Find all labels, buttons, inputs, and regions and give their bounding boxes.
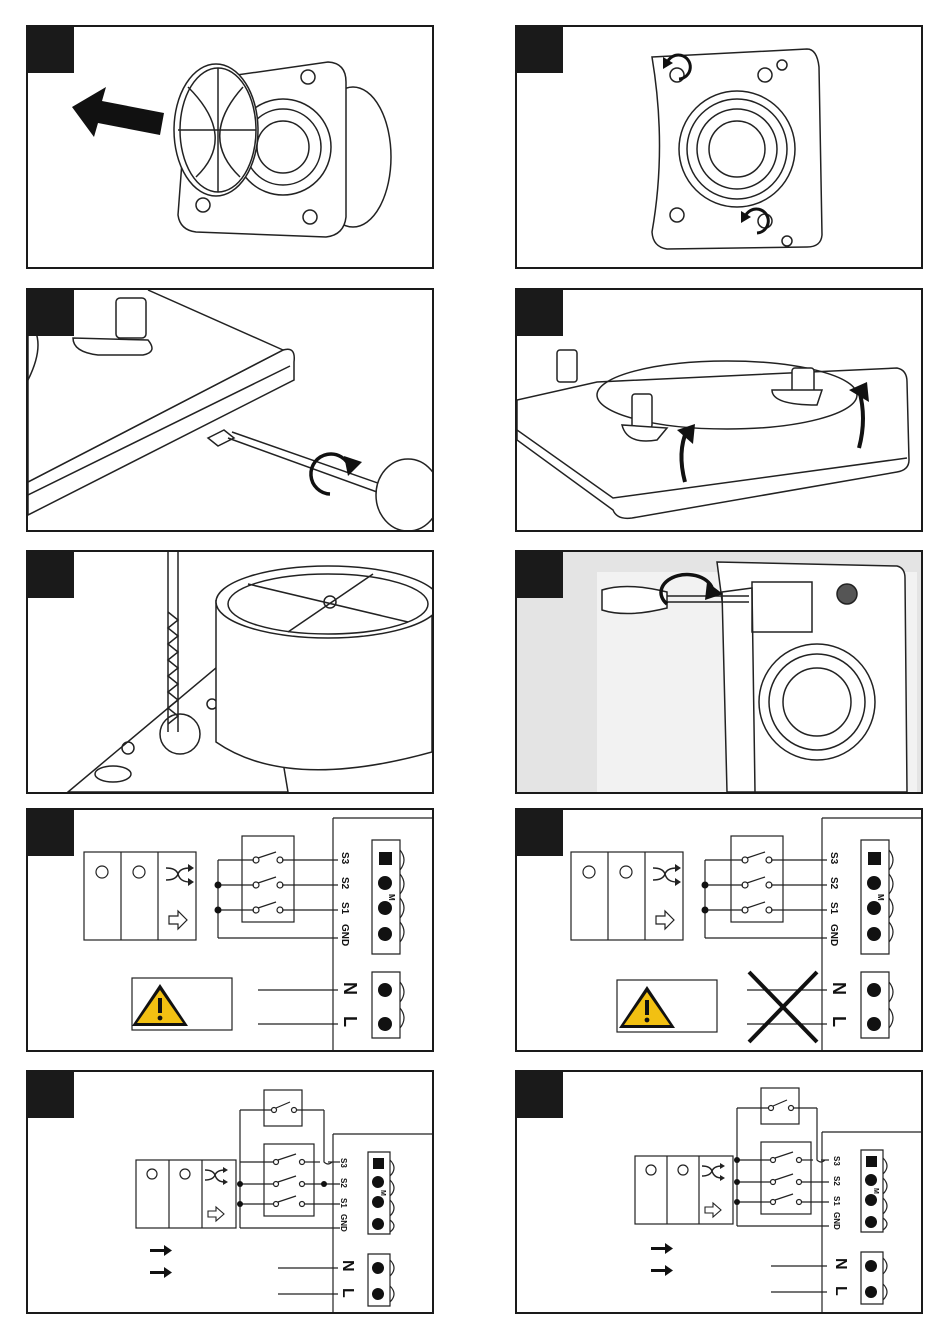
hollow-arrow-icon	[705, 1203, 721, 1217]
terminal-s2: S2	[828, 877, 839, 890]
step-tab	[28, 290, 74, 336]
terminal-s3: S3	[339, 1158, 348, 1168]
terminal-s2: S2	[339, 1178, 348, 1188]
terminal-s1: S1	[339, 1198, 348, 1208]
terminal-n: N	[340, 982, 360, 995]
step-tab	[517, 290, 563, 336]
wiring-diagram-1: S3 S2 S1 GND N L M	[26, 808, 434, 1052]
illustration-screwdriver-clip	[28, 290, 432, 530]
terminal-s2: S2	[339, 877, 350, 890]
step-2-unscrew-plate	[515, 25, 923, 269]
warning-triangle-icon	[619, 986, 675, 1028]
cross-out-icon	[749, 972, 817, 1042]
terminal-gnd: GND	[832, 1212, 841, 1230]
hollow-arrow-icon	[169, 911, 187, 929]
wiring-diagram-svg: S3 S2 S1 GND N L M	[28, 810, 432, 1050]
terminal-s2: S2	[832, 1176, 841, 1186]
wiring-diagram-2: S3 S2 S1 GND N L M	[515, 808, 923, 1052]
terminal-n: N	[832, 1258, 849, 1270]
terminal-s1: S1	[832, 1196, 841, 1206]
step-tab	[517, 810, 563, 856]
warning-triangle-icon	[132, 984, 188, 1026]
terminal-l: L	[339, 1288, 356, 1298]
terminal-s3: S3	[828, 852, 839, 865]
arrow-icon	[150, 1245, 172, 1278]
illustration-wall-mount	[517, 552, 921, 792]
shuffle-icon	[166, 864, 194, 886]
terminal-m: M	[379, 1190, 386, 1196]
terminal-m: M	[872, 1188, 879, 1194]
step-1-remove-grille	[26, 25, 434, 269]
illustration-lift-plate	[517, 290, 921, 530]
terminal-m: M	[387, 894, 396, 901]
terminal-l: L	[832, 1286, 849, 1296]
terminal-gnd: GND	[339, 1214, 348, 1232]
terminal-m: M	[876, 894, 885, 901]
wiring-diagram-4: S3 S2 S1 GND N L M	[515, 1070, 923, 1314]
terminal-gnd: GND	[339, 924, 350, 946]
terminal-s1: S1	[828, 902, 839, 915]
step-tab	[517, 1072, 563, 1118]
terminal-l: L	[340, 1016, 360, 1027]
terminal-l: L	[829, 1016, 849, 1027]
wiring-diagram-svg: S3 S2 S1 GND N L M	[517, 1072, 921, 1312]
hollow-arrow-icon	[208, 1207, 224, 1221]
wiring-diagram-svg: S3 S2 S1 GND N L M	[517, 810, 921, 1050]
step-tab	[28, 810, 74, 856]
shuffle-icon	[653, 864, 681, 886]
arrow-icon	[651, 1243, 673, 1276]
wiring-diagram-3: S3 S2 S1 GND N L M	[26, 1070, 434, 1314]
terminal-s3: S3	[339, 852, 350, 865]
step-tab	[517, 552, 563, 598]
pull-arrow-icon	[72, 87, 164, 137]
step-4-lift-plate	[515, 288, 923, 532]
step-tab	[28, 552, 74, 598]
terminal-n: N	[829, 982, 849, 995]
shuffle-icon	[205, 1167, 228, 1185]
illustration-unscrew-plate	[517, 27, 921, 267]
terminal-s1: S1	[339, 902, 350, 915]
step-6-fix-to-wall	[515, 550, 923, 794]
rotate-arrow-icon	[311, 454, 350, 494]
illustration-remove-grille	[28, 27, 432, 267]
wiring-diagram-svg: S3 S2 S1 GND N L M	[28, 1072, 432, 1312]
terminal-gnd: GND	[828, 924, 839, 946]
illustration-drill	[28, 552, 432, 792]
step-tab	[28, 1072, 74, 1118]
shuffle-icon	[702, 1163, 725, 1181]
step-3-release-clip	[26, 288, 434, 532]
terminal-s3: S3	[832, 1156, 841, 1166]
step-5-drill-hole	[26, 550, 434, 794]
hollow-arrow-icon	[656, 911, 674, 929]
terminal-n: N	[339, 1260, 356, 1272]
